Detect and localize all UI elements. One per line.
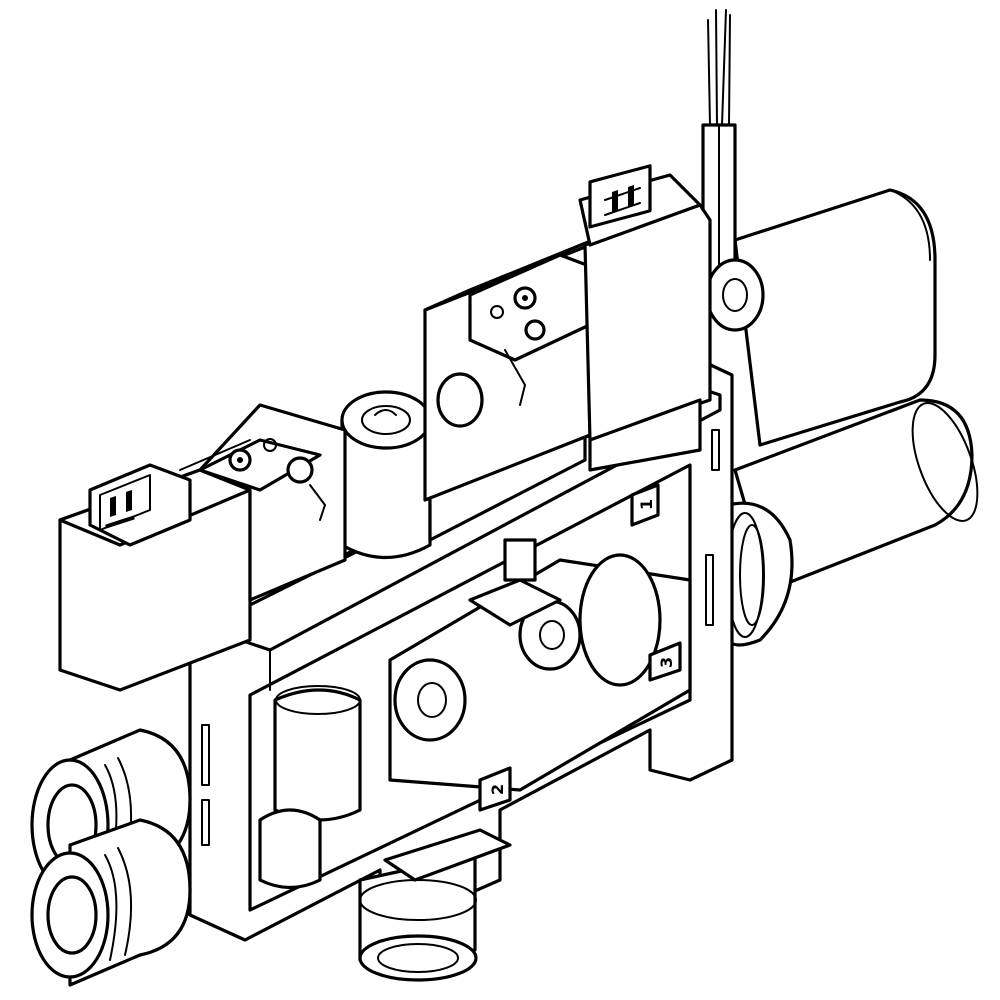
rear-fitting <box>726 501 794 647</box>
push-in-fitting-bottom <box>358 828 512 982</box>
solenoid-valve-left <box>58 403 347 692</box>
valve-body-internal <box>258 538 692 890</box>
center-cylinder <box>340 390 432 560</box>
svg-text:3: 3 <box>657 657 676 668</box>
port-label-3: 3 <box>648 641 682 682</box>
rear-silencer-upper <box>733 188 937 447</box>
solenoid-valve-right <box>423 164 712 542</box>
port-label-1: 1 <box>630 483 660 527</box>
push-in-fitting-front-lower <box>30 818 192 987</box>
port-label-2: 2 <box>478 766 512 812</box>
rear-silencer-lower <box>733 398 979 592</box>
cable <box>701 9 765 332</box>
svg-text:1: 1 <box>637 499 656 510</box>
svg-text:2: 2 <box>488 784 507 795</box>
